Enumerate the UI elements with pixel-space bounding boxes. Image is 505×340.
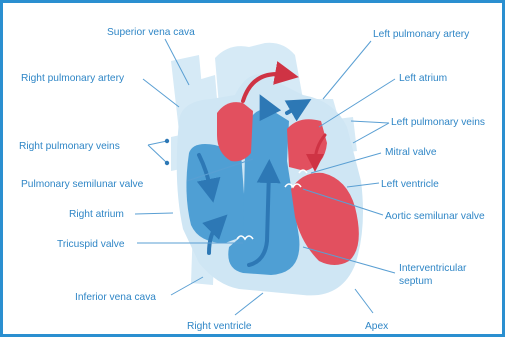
pulmonary-trunk-shape [217,102,253,161]
leader-right-ventricle [235,293,263,315]
label-right-pulmonary-artery: Right pulmonary artery [21,73,125,84]
label-mitral-valve: Mitral valve [385,147,437,158]
leader-left-pulmonary-artery [323,41,371,99]
label-interventricular-septum-2: septum [399,276,432,287]
leader-right-atrium [135,213,173,214]
label-right-ventricle: Right ventricle [187,321,252,332]
label-tricuspid-valve: Tricuspid valve [57,239,125,250]
label-right-pulmonary-veins: Right pulmonary veins [19,141,120,152]
label-left-atrium: Left atrium [399,73,447,84]
label-superior-vena-cava: Superior vena cava [107,27,195,38]
label-aortic-semilunar-valve: Aortic semilunar valve [385,211,485,222]
leader-right-pulmonary-veins-1 [148,141,167,145]
leader-left-pulmonary-veins-2 [353,123,389,143]
label-apex: Apex [365,321,388,332]
leader-left-pulmonary-veins-1 [351,121,389,123]
heart-diagram: Superior vena cava Right pulmonary arter… [3,3,505,340]
label-interventricular-septum-1: Interventricular [399,263,467,274]
label-inferior-vena-cava: Inferior vena cava [75,292,156,303]
right-pulmonary-vein-dot-1 [165,139,169,143]
label-left-pulmonary-artery: Left pulmonary artery [373,29,470,40]
label-left-pulmonary-veins: Left pulmonary veins [391,117,485,128]
label-pulmonary-semilunar-valve: Pulmonary semilunar valve [21,179,144,190]
label-left-ventricle: Left ventricle [381,179,439,190]
leader-inferior-vena-cava [171,277,203,295]
leader-apex [355,289,373,313]
leader-right-pulmonary-veins-2 [148,145,167,163]
label-right-atrium: Right atrium [69,209,124,220]
right-pulmonary-vein-dot-2 [165,161,169,165]
